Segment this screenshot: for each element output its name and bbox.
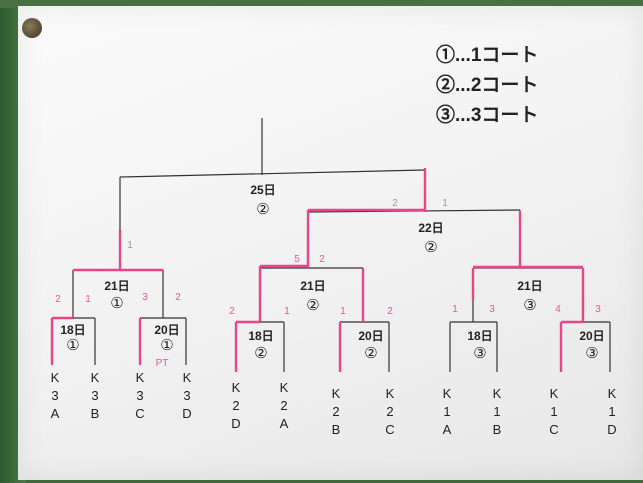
r1-c-date: 18日 bbox=[248, 329, 273, 343]
hand-r1c-l: 2 bbox=[229, 306, 235, 317]
team-label-char: 3 bbox=[136, 388, 143, 403]
team-label-char: D bbox=[231, 416, 240, 431]
team-label-char: 3 bbox=[183, 388, 190, 403]
r1-f-court: ③ bbox=[585, 345, 598, 362]
team-label-char: K bbox=[493, 386, 502, 401]
winner-highlight-lines bbox=[50, 168, 585, 372]
team-label-char: 2 bbox=[232, 398, 239, 413]
qf-mid-date: 21日 bbox=[300, 279, 325, 293]
r1-b-date: 20日 bbox=[154, 323, 179, 337]
team-label-char: 3 bbox=[51, 388, 58, 403]
legend-court-3: ③...3コート bbox=[436, 105, 539, 126]
r1-d-court: ② bbox=[364, 345, 377, 362]
team-label-char: 3 bbox=[91, 388, 98, 403]
hand-r1b-l: 3 bbox=[142, 292, 148, 303]
hand-semi-left-b: 2 bbox=[319, 254, 325, 265]
hand-r1e-r: 3 bbox=[489, 304, 495, 315]
team-label-char: K bbox=[550, 386, 559, 401]
team-label-char: 2 bbox=[280, 398, 287, 413]
team-label-char: B bbox=[332, 422, 341, 437]
team-label-char: D bbox=[182, 406, 191, 421]
r1-b-court: ① bbox=[160, 337, 173, 354]
team-label-char: 1 bbox=[493, 404, 500, 419]
team-label-char: K bbox=[386, 386, 395, 401]
r1-a-court: ① bbox=[66, 337, 79, 354]
team-label-char: K bbox=[332, 386, 341, 401]
final-date: 25日 bbox=[250, 183, 275, 197]
team-label-char: K bbox=[232, 380, 241, 395]
team-label-char: K bbox=[51, 370, 60, 385]
team-label-char: A bbox=[280, 416, 289, 431]
hand-r1b-r: 2 bbox=[175, 292, 181, 303]
r1-f-date: 20日 bbox=[579, 329, 604, 343]
hand-note: PT bbox=[156, 358, 169, 369]
team-label-char: D bbox=[607, 422, 616, 437]
hand-r1f-r: 3 bbox=[595, 304, 601, 315]
team-label-char: K bbox=[280, 380, 289, 395]
legend-court-1: ①...1コート bbox=[436, 45, 539, 66]
team-label-char: C bbox=[385, 422, 394, 437]
hand-final-left: 1 bbox=[442, 198, 448, 209]
team-label-char: K bbox=[183, 370, 192, 385]
bracket-paper bbox=[18, 6, 643, 480]
r1-c-court: ② bbox=[254, 345, 267, 362]
team-label-char: 1 bbox=[608, 404, 615, 419]
qf-mid-court: ② bbox=[306, 297, 319, 314]
hand-r1f-l: 4 bbox=[555, 304, 561, 315]
team-label-char: C bbox=[135, 406, 144, 421]
semi-right-court: ② bbox=[424, 239, 437, 256]
hand-r1a-l: 2 bbox=[55, 294, 61, 305]
team-label-char: A bbox=[51, 406, 60, 421]
team-label-char: 1 bbox=[550, 404, 557, 419]
push-pin-icon bbox=[22, 18, 42, 38]
team-label-char: C bbox=[549, 422, 558, 437]
team-label-char: B bbox=[493, 422, 502, 437]
team-label-char: 1 bbox=[443, 404, 450, 419]
r1-e-court: ③ bbox=[473, 345, 486, 362]
team-label-char: K bbox=[443, 386, 452, 401]
final-court: ② bbox=[256, 201, 269, 218]
r1-d-date: 20日 bbox=[358, 329, 383, 343]
hand-final-right-b: 1 bbox=[127, 240, 133, 251]
team-label-char: B bbox=[91, 406, 100, 421]
hand-final-right-a: 2 bbox=[392, 198, 398, 209]
semi-right-date: 22日 bbox=[418, 221, 443, 235]
hand-r1d-l: 1 bbox=[340, 306, 346, 317]
qf-left-court: ① bbox=[110, 295, 123, 312]
qf-right-date: 21日 bbox=[517, 279, 542, 293]
hand-r1d-r: 2 bbox=[387, 306, 393, 317]
r1-a-date: 18日 bbox=[60, 323, 85, 337]
hand-r1a-r: 1 bbox=[85, 294, 91, 305]
team-label-char: 2 bbox=[386, 404, 393, 419]
r1-e-date: 18日 bbox=[467, 329, 492, 343]
hand-semi-left-a: 5 bbox=[294, 254, 300, 265]
team-label-char: K bbox=[136, 370, 145, 385]
team-label-char: 2 bbox=[332, 404, 339, 419]
legend-court-2: ②...2コート bbox=[436, 75, 539, 96]
green-wall-top bbox=[0, 0, 643, 8]
qf-right-court: ③ bbox=[523, 297, 536, 314]
hand-r1e-l: 1 bbox=[452, 304, 458, 315]
bracket-lines bbox=[51, 118, 611, 372]
hand-r1c-r: 1 bbox=[284, 306, 290, 317]
team-label-char: K bbox=[608, 386, 617, 401]
team-label-char: A bbox=[443, 422, 452, 437]
team-label-char: K bbox=[91, 370, 100, 385]
qf-left-date: 21日 bbox=[104, 279, 129, 293]
